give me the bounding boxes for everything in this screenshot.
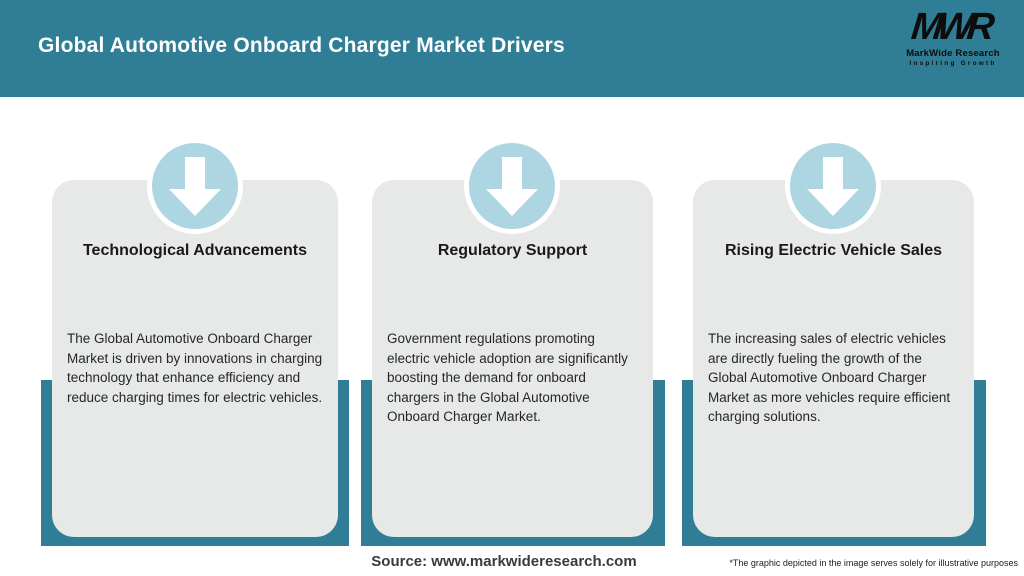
card-title: Rising Electric Vehicle Sales	[725, 242, 942, 259]
driver-card: Technological Advancements The Global Au…	[52, 180, 338, 537]
header-bar: Global Automotive Onboard Charger Market…	[0, 0, 1024, 97]
card-title: Regulatory Support	[437, 242, 588, 259]
down-arrow-icon	[169, 155, 221, 217]
down-arrow-icon	[486, 155, 538, 217]
logo-tagline: Inspiring Growth	[909, 59, 997, 67]
card-description: Government regulations promoting electri…	[387, 331, 628, 424]
card-description: The Global Automotive Onboard Charger Ma…	[67, 331, 323, 405]
driver-card: Regulatory Support Government regulation…	[372, 180, 653, 537]
arrow-circle	[464, 138, 560, 234]
down-arrow-icon	[807, 155, 859, 217]
arrow-circle	[147, 138, 243, 234]
card-title: Technological Advancements	[82, 242, 308, 259]
disclaimer-text: *The graphic depicted in the image serve…	[729, 558, 1018, 568]
page-title: Global Automotive Onboard Charger Market…	[38, 33, 565, 57]
driver-card: Rising Electric Vehicle Sales The increa…	[693, 180, 974, 537]
card-description: The increasing sales of electric vehicle…	[708, 331, 951, 424]
brand-logo: MWR MarkWide Research Inspiring Growth	[892, 6, 1014, 67]
arrow-circle	[785, 138, 881, 234]
source-text: Source: www.markwideresearch.com	[371, 553, 637, 570]
logo-name: MarkWide Research	[906, 48, 1000, 59]
logo-monogram: MWR	[909, 6, 991, 48]
